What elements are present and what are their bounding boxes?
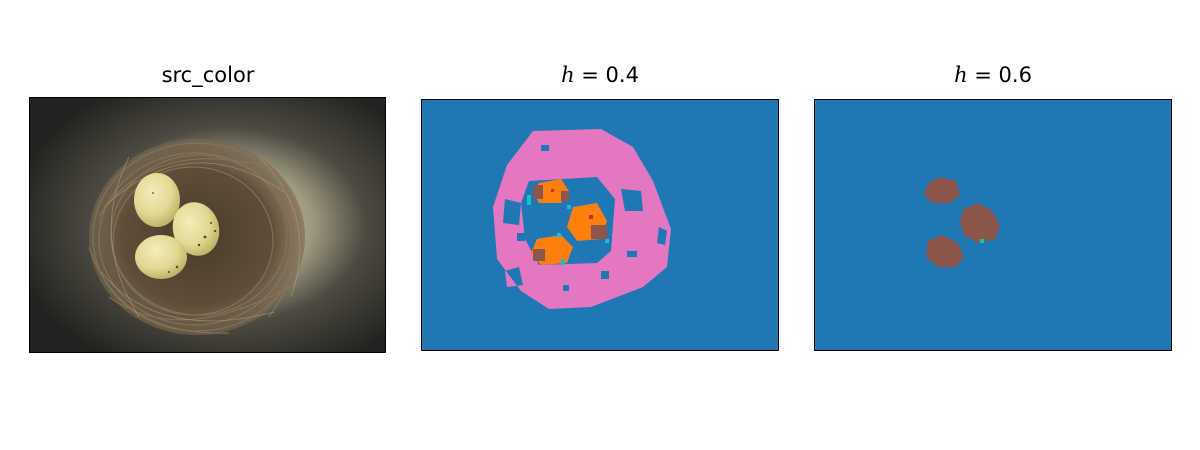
segmentation-map-h-0-6 [814,99,1172,351]
nest-eggs-photo [29,97,386,353]
nest-region [493,129,671,309]
segmentation-map-h-0-4 [421,99,779,351]
panel-title-h-0-4: h = 0.4 [561,63,639,87]
panel-title-h-0-6: h = 0.6 [954,63,1032,87]
panel-title-src-color: src_color [161,63,255,87]
egg-region-bottom [926,235,964,267]
egg-region-middle [960,203,1000,243]
egg-region-top [924,177,960,203]
